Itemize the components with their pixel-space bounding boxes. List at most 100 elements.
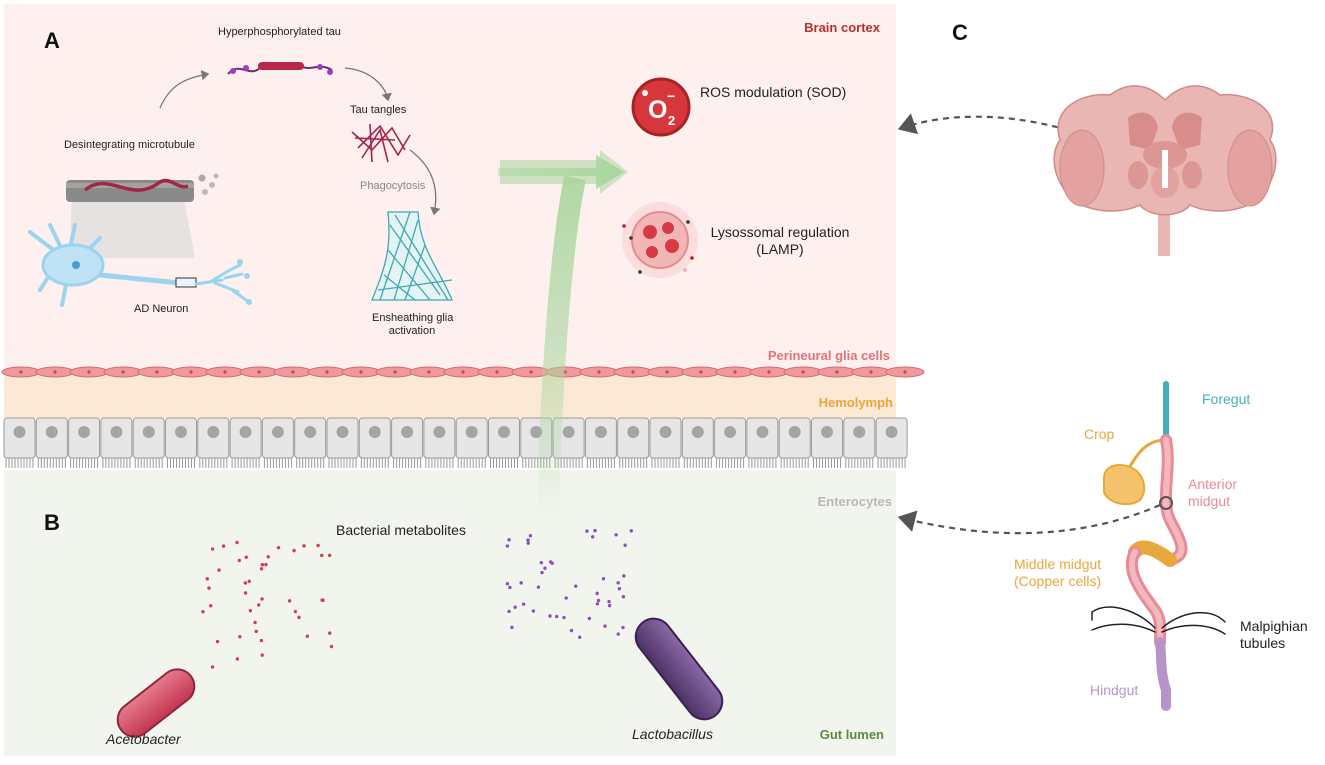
lactobacillus-icon xyxy=(634,617,724,721)
metabolite-dot xyxy=(607,603,612,608)
metabolite-dot xyxy=(215,639,220,644)
metabolite-dot xyxy=(320,553,324,558)
crop-duct xyxy=(1126,438,1168,472)
hindgut-tube xyxy=(1155,637,1171,711)
metabolite-dot xyxy=(508,585,512,590)
glia-label-line2: activation xyxy=(388,325,436,337)
metabolite-dot xyxy=(616,581,620,585)
anterior-midgut-line2: midgut xyxy=(1188,493,1231,509)
metabolite-dot xyxy=(260,597,264,601)
lamp-label-line1: Lysossomal regulation xyxy=(710,224,850,240)
metabolite-dot xyxy=(293,609,298,614)
metabolite-dot xyxy=(328,631,332,635)
metabolite-dot xyxy=(237,558,242,563)
metabolite-dot xyxy=(505,544,510,548)
perineural-label: Perineural glia cells xyxy=(767,348,890,363)
arrow-tangles-to-glia xyxy=(409,149,441,216)
metabolite-dot xyxy=(554,614,559,619)
middle-midgut-line2: (Copper cells) xyxy=(1014,573,1102,589)
metabolite-dot xyxy=(320,598,324,602)
metabolite-dot xyxy=(316,543,320,548)
metabolite-dot xyxy=(540,570,544,575)
metabolite-dot xyxy=(259,567,264,571)
brain-cortex-label: Brain cortex xyxy=(804,20,880,35)
metabolite-dot xyxy=(569,628,574,633)
ros-subscript: 2 xyxy=(668,113,675,128)
hemolymph-region xyxy=(4,376,896,418)
fly-brain-icon xyxy=(1053,85,1277,256)
panel-a-letter: A xyxy=(44,28,60,53)
neuron-icon xyxy=(28,223,252,307)
metabolite-dot xyxy=(505,582,510,586)
metabolite-dot xyxy=(596,598,601,603)
metabolites-label: Bacterial metabolites xyxy=(336,522,466,538)
anterior-midgut-line1: Anterior xyxy=(1188,476,1238,492)
malpighian-line2: tubules xyxy=(1240,635,1286,651)
metabolite-dot xyxy=(622,574,626,578)
metabolite-dot xyxy=(607,599,611,604)
malpighian-left-2 xyxy=(1091,623,1156,633)
fly-gut-icon xyxy=(1091,381,1226,711)
metabolite-dot xyxy=(562,615,566,620)
metabolite-dot xyxy=(329,644,334,649)
metabolite-dot xyxy=(207,586,211,590)
metabolite-dot xyxy=(235,540,239,545)
metabolite-dot xyxy=(243,581,248,585)
metabolite-dot xyxy=(254,629,258,634)
tau-strand-icon xyxy=(227,62,333,75)
metabolite-dot xyxy=(302,544,306,548)
glia-label-line1: Ensheathing glia xyxy=(372,312,454,324)
hemolymph-label: Hemolymph xyxy=(818,395,893,410)
metabolite-dot xyxy=(614,533,618,537)
metabolite-dot xyxy=(256,603,261,607)
metabolite-dot xyxy=(210,665,215,669)
acetobacter-metabolites xyxy=(201,540,334,669)
metabolite-dot xyxy=(621,625,625,630)
metabolite-dot xyxy=(526,541,530,545)
metabolite-dot xyxy=(616,632,620,636)
malpighian-right-2 xyxy=(1161,624,1226,635)
metabolite-dot xyxy=(253,620,257,625)
metabolite-dot xyxy=(528,533,533,538)
metabolite-dot xyxy=(266,555,270,559)
metabolite-dot xyxy=(238,634,242,639)
middle-midgut-line1: Middle midgut xyxy=(1014,556,1102,572)
metabolite-dot xyxy=(526,538,530,542)
lactobacillus-metabolites xyxy=(505,528,634,639)
acetobacter-label: Acetobacter xyxy=(106,731,181,747)
metabolite-dot xyxy=(601,577,606,581)
metabolite-dot xyxy=(305,634,310,638)
metabolite-dot xyxy=(260,563,265,567)
metabolite-dot xyxy=(507,538,511,542)
metabolite-dot xyxy=(603,624,607,628)
malpighian-left xyxy=(1091,606,1156,629)
malpighian-line1: Malpighian xyxy=(1240,618,1308,634)
metabolite-dot xyxy=(543,566,547,570)
perineural-glia-row xyxy=(1,366,925,378)
metabolite-dot xyxy=(595,591,599,596)
panel-b-letter: B xyxy=(44,510,60,535)
metabolite-dot xyxy=(617,587,622,591)
metabolite-dot xyxy=(243,591,248,595)
metabolite-dot xyxy=(205,577,209,581)
anterior-midgut-inner xyxy=(1162,437,1185,563)
microtubule-label: Desintegrating microtubule xyxy=(64,139,195,151)
transport-arrow xyxy=(498,150,628,521)
metabolite-dot xyxy=(629,529,634,533)
metabolite-dot xyxy=(210,547,215,551)
enterocyte-row xyxy=(3,417,908,468)
metabolite-dot xyxy=(235,657,240,661)
microtubule-icon xyxy=(66,173,219,258)
metabolite-dot xyxy=(578,635,582,639)
metabolite-dot xyxy=(548,614,552,618)
metabolite-dot xyxy=(536,585,541,589)
phagocytosis-label: Phagocytosis xyxy=(360,180,426,192)
metabolite-dot xyxy=(510,625,514,630)
metabolite-dot xyxy=(209,604,213,608)
ros-label: ROS modulation (SOD) xyxy=(700,84,847,100)
ros-icon: O 2 − xyxy=(631,77,691,137)
foregut-label: Foregut xyxy=(1202,391,1251,407)
metabolite-dot xyxy=(539,560,544,565)
